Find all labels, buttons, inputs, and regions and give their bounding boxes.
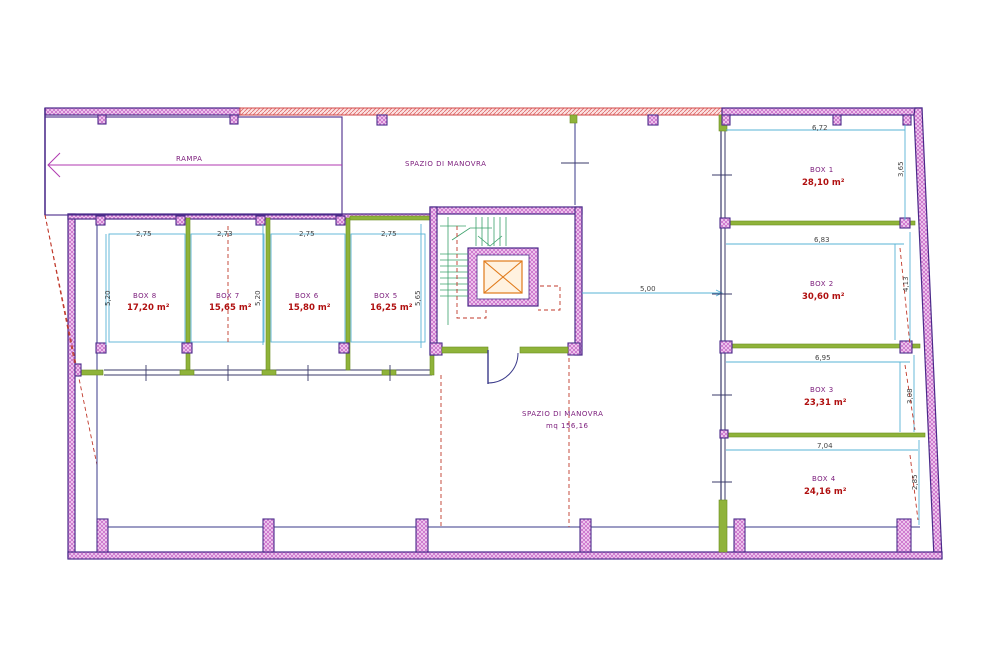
spazio-top-label: SPAZIO DI MANOVRA — [405, 160, 486, 168]
box-5-width-dim: 2,75 — [381, 230, 397, 238]
spazio-center-area: mq 156,16 — [546, 422, 589, 430]
box-7-area: 15,65 m² — [209, 303, 252, 313]
box-3-width-dim: 6,95 — [815, 354, 831, 362]
box-2-area: 30,60 m² — [802, 292, 845, 302]
box-1-width-dim: 6,72 — [812, 124, 828, 132]
box-8: 2,75 5,20 BOX 8 17,20 m² — [104, 230, 170, 313]
box-3-height-dim: 3,08 — [906, 388, 914, 404]
box-7-width-dim: 2,73 — [217, 230, 233, 238]
box-4: 7,04 2,85 BOX 4 24,16 m² — [804, 442, 919, 497]
box-2-width-dim: 6,83 — [814, 236, 830, 244]
center-dim-text: 5,00 — [640, 285, 656, 293]
box-1: 6,72 3,65 BOX 1 28,10 m² — [802, 124, 905, 188]
box-5-height-dim: 5,65 — [414, 290, 422, 306]
box-3-area: 23,31 m² — [804, 398, 847, 408]
box-6-area: 15,80 m² — [288, 303, 331, 313]
box-8-width-dim: 2,75 — [136, 230, 152, 238]
box-2-height-dim: 4,13 — [902, 276, 910, 292]
box-4-width-dim: 7,04 — [817, 442, 833, 450]
ramp-label: RAMPA — [176, 155, 202, 163]
box-3: 6,95 3,08 BOX 3 23,31 m² — [804, 354, 914, 408]
box-2: 6,83 4,13 BOX 2 30,60 m² — [802, 236, 910, 302]
box-8-area: 17,20 m² — [127, 303, 170, 313]
box-1-height-dim: 3,65 — [897, 161, 905, 177]
box-5-area: 16,25 m² — [370, 303, 413, 313]
box-4-height-dim: 2,85 — [911, 474, 919, 490]
box-4-area: 24,16 m² — [804, 487, 847, 497]
box-8-height-dim: 5,20 — [104, 290, 112, 306]
box-1-name: BOX 1 — [810, 166, 834, 174]
box-5-name: BOX 5 — [374, 292, 398, 300]
box-5: 2,75 5,65 BOX 5 16,25 m² — [370, 230, 422, 313]
center-dimension: 5,00 — [582, 285, 724, 297]
box-6-width-dim: 2,75 — [299, 230, 315, 238]
box-7-name: BOX 7 — [216, 292, 240, 300]
box-6-name: BOX 6 — [295, 292, 319, 300]
stair-core — [429, 114, 589, 527]
ramp: RAMPA — [44, 116, 343, 466]
right-boxes-structure — [712, 114, 926, 553]
spazio-center-label: SPAZIO DI MANOVRA — [522, 410, 603, 418]
box-2-name: BOX 2 — [810, 280, 834, 288]
box-3-name: BOX 3 — [810, 386, 834, 394]
box-7-height-dim: 5,20 — [254, 290, 262, 306]
box-8-name: BOX 8 — [133, 292, 157, 300]
box-7: 2,73 5,20 BOX 7 15,65 m² — [209, 230, 262, 313]
box-4-name: BOX 4 — [812, 475, 836, 483]
pillars — [74, 114, 912, 553]
box-6: 2,75 BOX 6 15,80 m² — [288, 230, 331, 313]
box-1-area: 28,10 m² — [802, 178, 845, 188]
